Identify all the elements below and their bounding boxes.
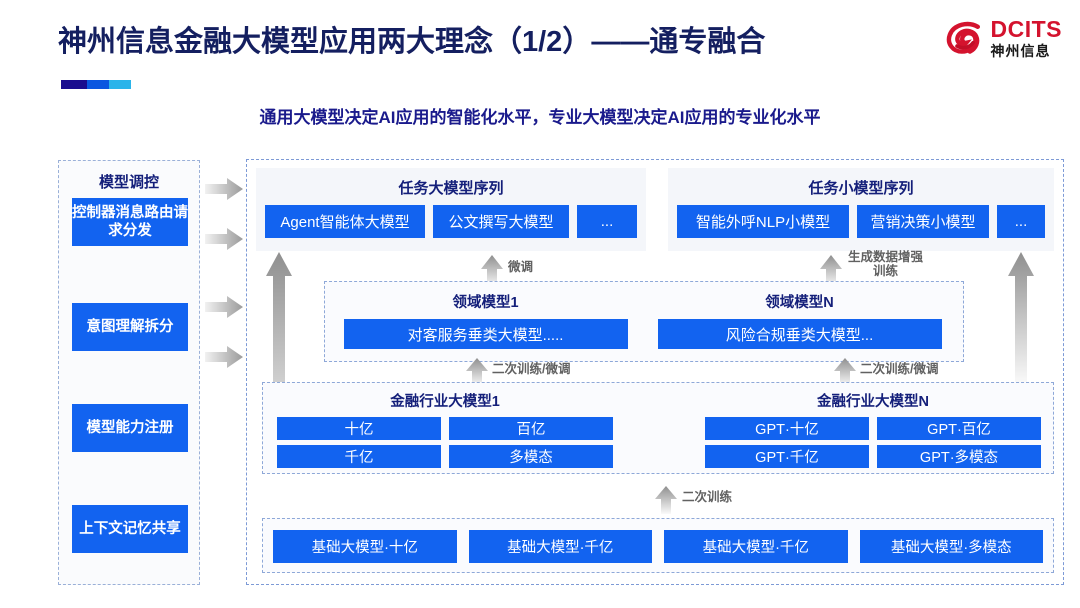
industry-model-1-grid: 十亿 百亿 千亿 多模态 <box>269 411 621 468</box>
task-big-model-chip-row: Agent智能体大模型 公文撰写大模型 ... <box>256 198 646 247</box>
arrow-label-finetune: 微调 <box>508 260 534 274</box>
chip-base-multimodal[interactable]: 基础大模型·多模态 <box>859 530 1043 563</box>
accent-bar-segment-3 <box>109 80 131 89</box>
chip-indn-gpt-ten-billion[interactable]: GPT·百亿 <box>877 417 1041 440</box>
industry-model-1-cell: 金融行业大模型1 十亿 百亿 千亿 多模态 <box>269 383 621 473</box>
page-subtitle: 通用大模型决定AI应用的智能化水平，专业大模型决定AI应用的专业化水平 <box>259 108 821 127</box>
industry-model-band: 金融行业大模型1 十亿 百亿 千亿 多模态 金融行业大模型N GPT·十亿 GP… <box>262 382 1054 474</box>
chip-base-hundred-billion-2[interactable]: 基础大模型·千亿 <box>664 530 848 563</box>
chip-base-hundred-billion-1[interactable]: 基础大模型·千亿 <box>468 530 652 563</box>
chip-indn-gpt-multimodal[interactable]: GPT·多模态 <box>877 445 1041 468</box>
arrow-label-retrain: 二次训练 <box>682 490 733 504</box>
industry-model-n-cell: 金融行业大模型N GPT·十亿 GPT·百亿 GPT·千亿 GPT·多模态 <box>697 383 1049 473</box>
chip-task-big-more[interactable]: ... <box>577 205 637 238</box>
chip-outbound-nlp-small-model[interactable]: 智能外呼NLP小模型 <box>677 205 849 238</box>
up-arrow-icon-retrain-finetune-right <box>834 358 856 386</box>
chip-indn-gpt-hundred-billion[interactable]: GPT·千亿 <box>705 445 869 468</box>
base-model-grid: 基础大模型·十亿 基础大模型·千亿 基础大模型·千亿 基础大模型·多模态 <box>263 519 1053 574</box>
up-arrow-icon-tall-left <box>266 252 292 470</box>
page-title: 神州信息金融大模型应用两大理念（1/2）——通专融合 <box>58 26 766 58</box>
right-arrow-icon-2 <box>205 228 243 250</box>
domain-model-n-title: 领域模型N <box>765 295 834 311</box>
right-arrow-icon-4 <box>205 346 243 368</box>
industry-model-n-title: 金融行业大模型N <box>817 394 929 410</box>
task-small-model-title: 任务小模型序列 <box>808 180 914 197</box>
chip-marketing-decision-small-model[interactable]: 营销决策小模型 <box>857 205 989 238</box>
task-big-model-title: 任务大模型序列 <box>398 180 504 197</box>
chip-agent-big-model[interactable]: Agent智能体大模型 <box>265 205 425 238</box>
task-big-model-panel: 任务大模型序列 Agent智能体大模型 公文撰写大模型 ... <box>256 168 646 251</box>
chip-ind1-hundred-billion[interactable]: 千亿 <box>277 445 441 468</box>
logo-chinese-name: 神州信息 <box>990 43 1051 59</box>
arrow-label-data-augmentation: 生成数据增强 训练 <box>848 250 923 279</box>
dcits-swirl-icon <box>946 21 980 54</box>
accent-bar <box>61 80 131 89</box>
sidebar-item-context-memory[interactable]: 上下文记忆共享 <box>72 505 188 553</box>
accent-bar-segment-1 <box>61 80 87 89</box>
architecture-frame <box>246 159 1064 585</box>
arrow-label-data-augmentation-line2: 训练 <box>873 264 899 279</box>
chip-risk-compliance-vertical-model[interactable]: 风险合规垂类大模型... <box>657 319 942 349</box>
domain-model-1-cell: 领域模型1 对客服务垂类大模型..... <box>333 282 638 361</box>
domain-model-1-title: 领域模型1 <box>452 295 519 311</box>
logo-english-name: DCITS <box>990 16 1062 42</box>
chip-doc-writing-big-model[interactable]: 公文撰写大模型 <box>433 205 569 238</box>
domain-model-n-cell: 领域模型N 风险合规垂类大模型... <box>647 282 952 361</box>
arrow-label-retrain-finetune-right: 二次训练/微调 <box>860 362 939 376</box>
model-control-sidebar: 模型调控 控制器消息路由请求分发 意图理解拆分 模型能力注册 上下文记忆共享 <box>58 160 200 585</box>
up-arrow-icon-retrain <box>655 486 677 514</box>
up-arrow-icon-retrain-finetune-left <box>466 358 488 386</box>
sidebar-item-controller-routing[interactable]: 控制器消息路由请求分发 <box>72 198 188 246</box>
task-small-model-chip-row: 智能外呼NLP小模型 营销决策小模型 ... <box>668 198 1054 247</box>
up-arrow-icon-data-augmentation <box>820 255 842 287</box>
industry-model-n-grid: GPT·十亿 GPT·百亿 GPT·千亿 GPT·多模态 <box>697 411 1049 468</box>
logo-text-block: DCITS 神州信息 <box>990 16 1063 59</box>
chip-ind1-multimodal[interactable]: 多模态 <box>449 445 613 468</box>
industry-model-1-title: 金融行业大模型1 <box>390 394 500 410</box>
base-model-band: 基础大模型·十亿 基础大模型·千亿 基础大模型·千亿 基础大模型·多模态 <box>262 518 1054 573</box>
accent-bar-segment-2 <box>87 80 109 89</box>
chip-customer-service-vertical-model[interactable]: 对客服务垂类大模型..... <box>343 319 628 349</box>
chip-task-small-more[interactable]: ... <box>997 205 1045 238</box>
sidebar-item-capability-registry[interactable]: 模型能力注册 <box>72 404 188 452</box>
arrow-label-data-augmentation-line1: 生成数据增强 <box>848 250 924 264</box>
task-small-model-panel: 任务小模型序列 智能外呼NLP小模型 营销决策小模型 ... <box>668 168 1054 251</box>
up-arrow-icon-tall-right <box>1008 252 1034 384</box>
chip-ind1-ten-billion[interactable]: 百亿 <box>449 417 613 440</box>
sidebar-title: 模型调控 <box>98 174 159 191</box>
arrow-label-retrain-finetune-left: 二次训练/微调 <box>492 362 571 376</box>
chip-indn-gpt-billion[interactable]: GPT·十亿 <box>705 417 869 440</box>
right-arrow-icon-1 <box>205 178 243 200</box>
company-logo: DCITS 神州信息 <box>945 18 1063 58</box>
sidebar-item-intent-parsing[interactable]: 意图理解拆分 <box>72 303 188 351</box>
chip-ind1-billion[interactable]: 十亿 <box>277 417 441 440</box>
up-arrow-icon-finetune <box>481 255 503 287</box>
chip-base-billion[interactable]: 基础大模型·十亿 <box>273 530 457 563</box>
domain-model-band: 领域模型1 对客服务垂类大模型..... 领域模型N 风险合规垂类大模型... <box>324 281 964 362</box>
right-arrow-icon-3 <box>205 296 243 318</box>
